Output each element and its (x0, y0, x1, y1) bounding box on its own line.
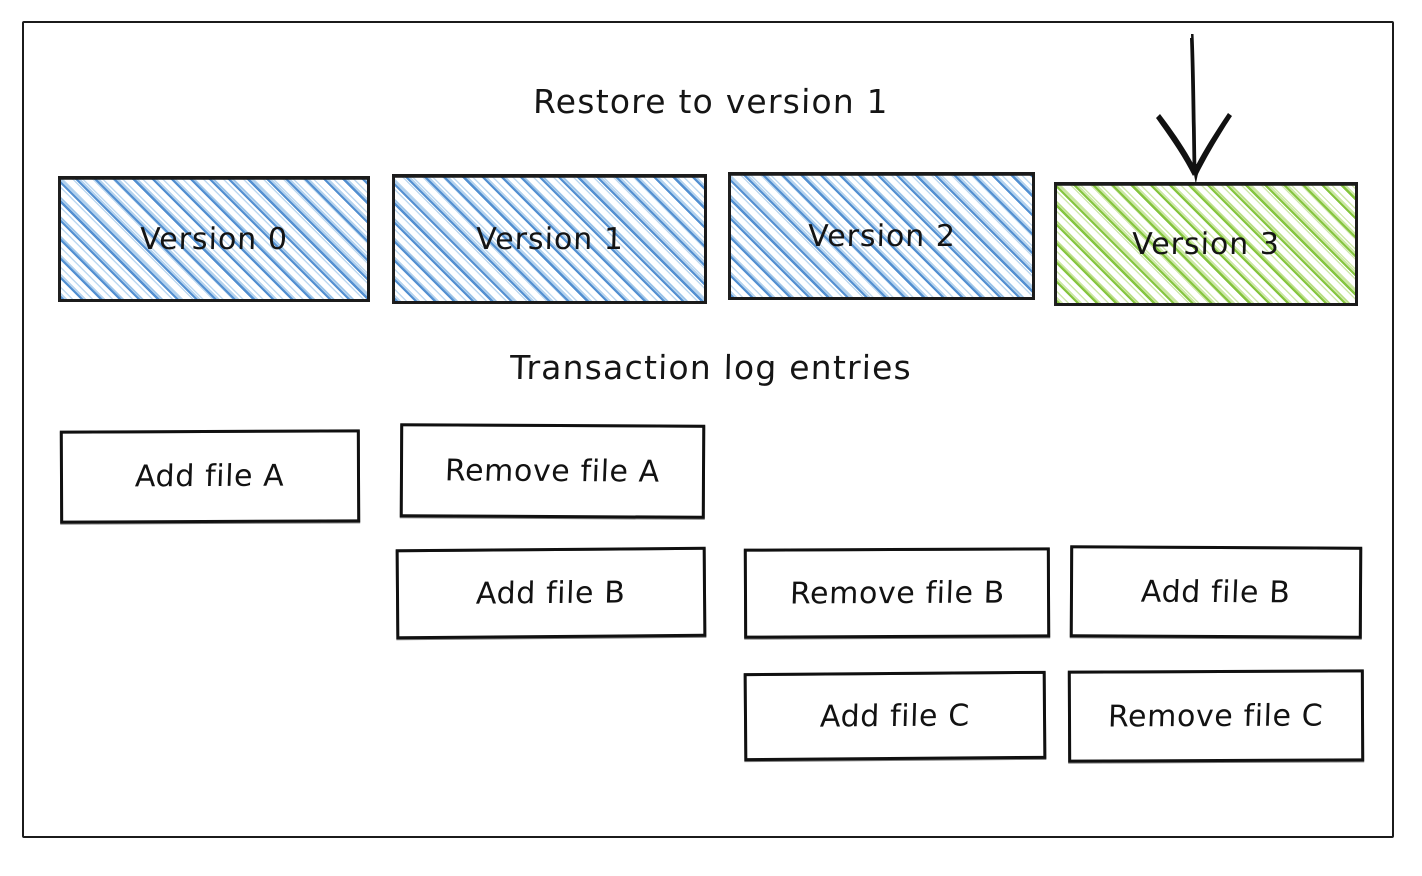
log-entry-box[interactable]: Remove file A (399, 423, 706, 519)
log-entry-box[interactable]: Add file B (395, 546, 707, 640)
diagram-frame (22, 21, 1394, 838)
version-box-label: Version 2 (807, 218, 956, 254)
log-entry-box[interactable]: Add file B (1069, 545, 1363, 639)
log-entry-label: Remove file A (444, 452, 661, 490)
version-box-2[interactable]: Version 2 (728, 172, 1035, 300)
log-entry-box[interactable]: Remove file C (1067, 669, 1365, 763)
version-box-label: Version 3 (1131, 226, 1281, 262)
log-entry-box[interactable]: Remove file B (743, 547, 1051, 639)
log-entry-label: Add file A (134, 458, 286, 495)
log-entry-label: Add file B (1140, 574, 1292, 610)
version-box-label: Version 0 (139, 221, 289, 257)
arrow-down-icon (1156, 34, 1232, 184)
log-entry-label: Remove file C (1107, 698, 1325, 734)
version-box-0[interactable]: Version 0 (58, 176, 370, 302)
version-box-label: Version 1 (475, 221, 624, 257)
log-entry-label: Add file C (819, 697, 971, 735)
log-entry-box[interactable]: Add file A (59, 429, 361, 524)
log-entry-box[interactable]: Add file C (743, 670, 1047, 762)
log-entry-label: Add file B (475, 574, 627, 612)
section-title-transaction-log: Transaction log entries (509, 348, 913, 387)
version-box-1[interactable]: Version 1 (392, 174, 707, 304)
log-entry-label: Remove file B (789, 575, 1005, 611)
version-box-3-highlighted[interactable]: Version 3 (1054, 182, 1358, 306)
